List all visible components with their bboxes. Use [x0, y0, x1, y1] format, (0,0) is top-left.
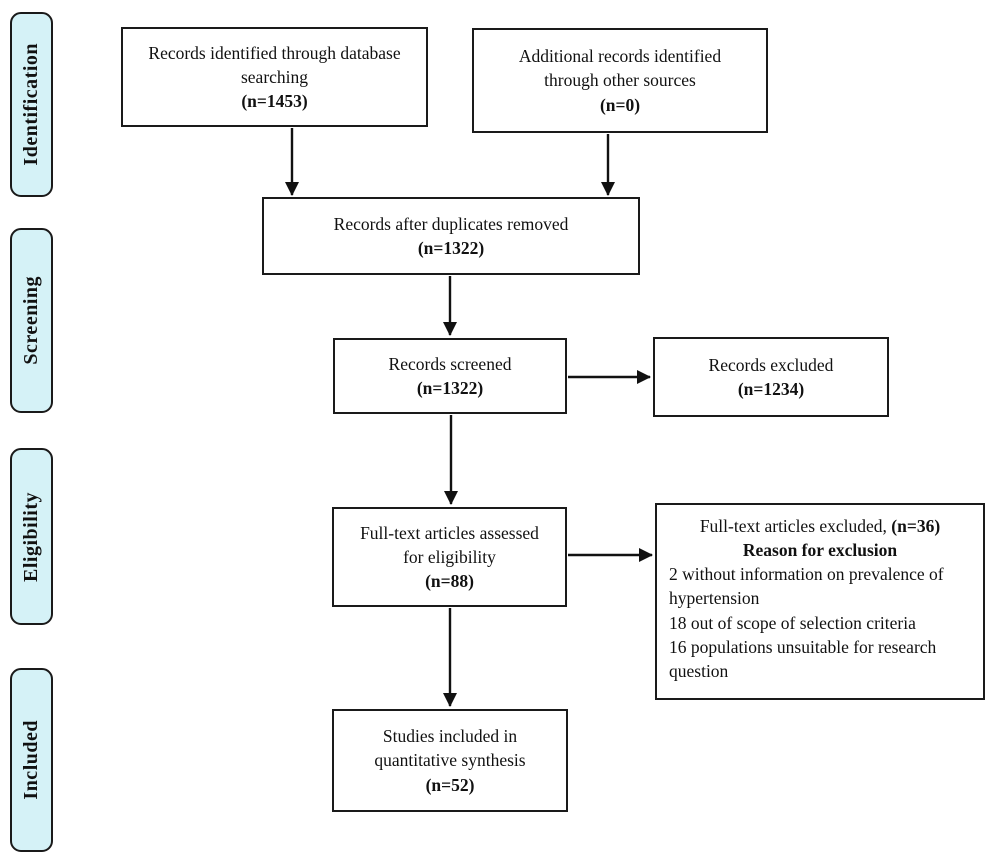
- box-count: (n=88): [425, 571, 474, 592]
- box-text: Records identified through database sear…: [148, 42, 401, 87]
- box-count: (n=52): [425, 774, 475, 795]
- box-text: Studies included in quantitative synthes…: [374, 726, 526, 771]
- stage-eligibility: Eligibility: [10, 448, 53, 625]
- stage-label: Identification: [20, 43, 42, 166]
- stage-label: Included: [20, 720, 42, 800]
- box-count: (n=1234): [737, 379, 805, 399]
- box-count: (n=1453): [241, 91, 308, 112]
- stage-label: Eligibility: [20, 491, 42, 582]
- stage-screening: Screening: [10, 228, 53, 413]
- box-text: Records screened: [388, 353, 512, 374]
- stage-identification: Identification: [10, 12, 53, 197]
- box-text: Full-text articles assessed for eligibil…: [360, 522, 539, 567]
- box-fulltext-excluded: Full-text articles excluded, (n=36) Reas…: [655, 503, 985, 700]
- ftexcluded-title-count: (n=36): [891, 516, 941, 536]
- stage-included: Included: [10, 668, 53, 852]
- box-count: (n=0): [599, 94, 641, 115]
- box-text: Records after duplicates removed: [333, 213, 569, 234]
- box-studies-included: Studies included in quantitative synthes…: [332, 709, 568, 812]
- exclusion-reason: 16 populations unsuitable for research q…: [669, 636, 937, 681]
- box-text: Records excluded: [708, 354, 834, 375]
- ftexcluded-title: Full-text articles excluded, (n=36): [669, 514, 971, 538]
- box-count: (n=1322): [417, 238, 485, 258]
- ftexcluded-subtitle: Reason for exclusion: [742, 540, 898, 561]
- exclusion-reason: 18 out of scope of selection criteria: [669, 612, 916, 633]
- box-count: (n=1322): [416, 378, 484, 398]
- box-records-screened: Records screened (n=1322): [333, 338, 567, 414]
- stage-label: Screening: [20, 276, 42, 365]
- box-records-identified-db: Records identified through database sear…: [121, 27, 428, 127]
- ftexcluded-title-text: Full-text articles excluded,: [699, 516, 887, 536]
- box-fulltext-assessed: Full-text articles assessed for eligibil…: [332, 507, 567, 607]
- box-records-excluded: Records excluded (n=1234): [653, 337, 889, 417]
- box-after-duplicates-removed: Records after duplicates removed (n=1322…: [262, 197, 640, 275]
- exclusion-reason: 2 without information on prevalence of h…: [669, 564, 944, 609]
- box-records-identified-other: Additional records identified through ot…: [472, 28, 768, 133]
- box-text: Additional records identified through ot…: [518, 46, 722, 91]
